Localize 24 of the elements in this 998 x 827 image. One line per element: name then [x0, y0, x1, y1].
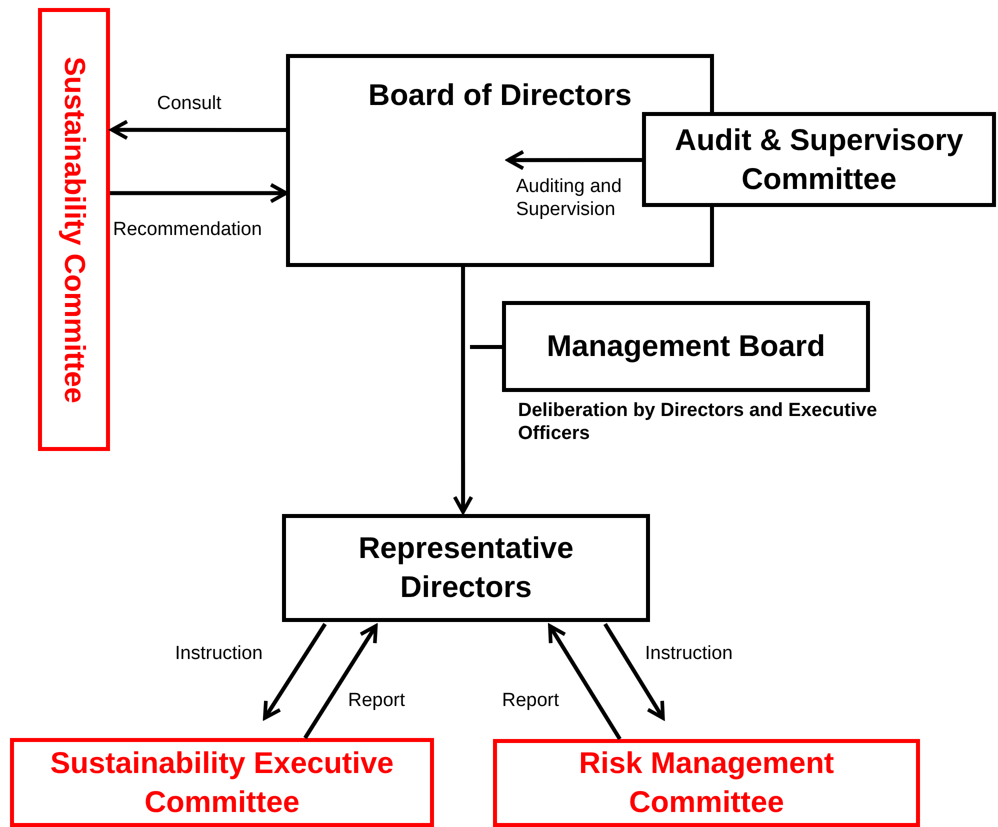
- process-box: [502, 301, 870, 392]
- arrow: [506, 150, 642, 170]
- box-title: Sustainability Committee: [57, 55, 91, 405]
- arrow: [303, 624, 378, 740]
- process-box: [282, 514, 650, 622]
- arrow: [548, 624, 622, 740]
- arrow: [603, 622, 665, 720]
- arrow: [110, 182, 288, 204]
- arrow: [452, 267, 474, 514]
- box-title: Board of Directors: [368, 78, 632, 114]
- arrow: [263, 622, 327, 720]
- box-title: Audit & Supervisory Committee: [674, 122, 964, 198]
- box-title: Representative Directors: [357, 531, 575, 606]
- edge-label: Report: [348, 690, 406, 713]
- process-box: [38, 8, 110, 451]
- process-box: [642, 112, 996, 207]
- arrow: [110, 120, 286, 140]
- edge-label: Report: [502, 690, 560, 713]
- box-title: Management Board: [546, 329, 826, 365]
- box-title: Sustainability Executive Committee: [49, 746, 395, 820]
- connector-line: [470, 344, 502, 349]
- process-box: [10, 738, 434, 827]
- process-box: [493, 739, 920, 827]
- box-title: Risk Management Committee: [578, 746, 836, 821]
